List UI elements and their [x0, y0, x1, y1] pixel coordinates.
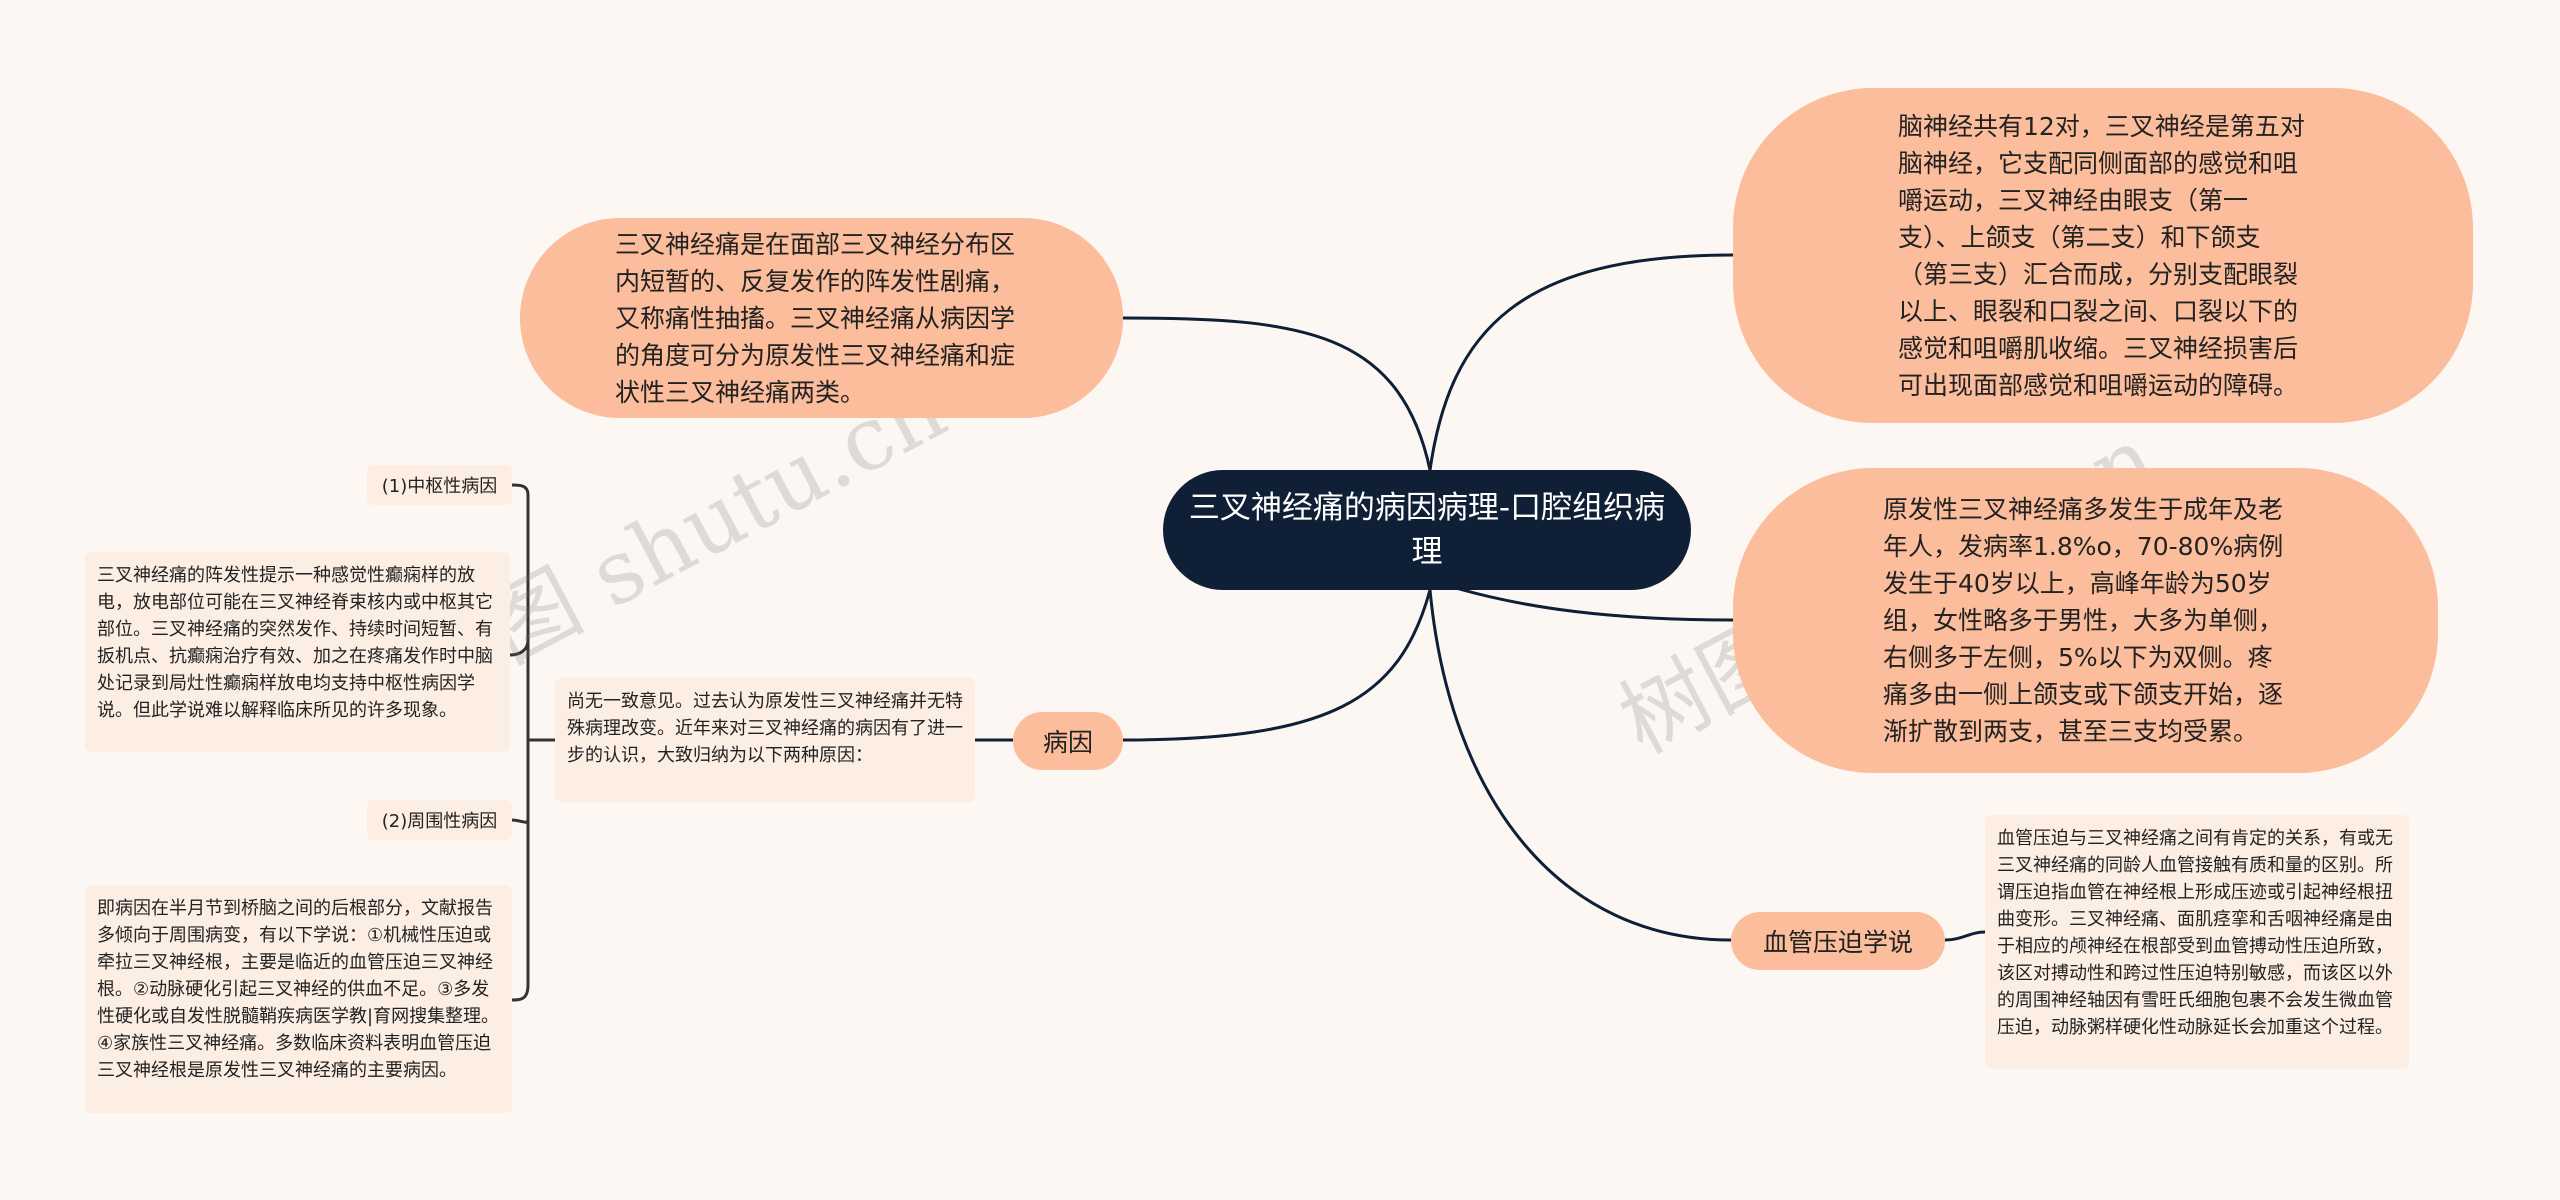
bracket-c-text	[509, 639, 530, 657]
topic-etiology-label: 病因	[1042, 728, 1093, 757]
peripheral-cause-label-text: (2)周围性病因	[381, 811, 498, 832]
vascular-compression-note[interactable]: 血管压迫与三叉神经痛之间有肯定的关系，有或无三叉神经痛的同龄人血管接触有质和量的…	[1985, 815, 2409, 1069]
central-cause-note[interactable]: 三叉神经痛的阵发性提示一种感觉性癫痫样的放电，放电部位可能在三叉神经脊束核内或中…	[85, 552, 510, 752]
bracket-c-label	[511, 483, 530, 496]
topic-primary-epidemiology[interactable]: 原发性三叉神经痛多发生于成年及老年人，发病率1.8%o，70-80%病例发生于4…	[1733, 468, 2438, 773]
peripheral-cause-note-text: 即病因在半月节到桥脑之间的后根部分，文献报告多倾向于周围病变，有以下学说：①机械…	[97, 898, 500, 1081]
topic-vascular-compression-label: 血管压迫学说	[1762, 928, 1913, 957]
central-cause-label[interactable]: (1)中枢性病因	[367, 465, 512, 505]
link-vascular-note	[1944, 930, 1986, 942]
central-topic-label: 三叉神经痛的病因病理-口腔组织病理	[1188, 490, 1666, 570]
vascular-compression-note-text: 血管压迫与三叉神经痛之间有肯定的关系，有或无三叉神经痛的同龄人血管接触有质和量的…	[1997, 828, 2393, 1038]
etiology-intro-note[interactable]: 尚无一致意见。过去认为原发性三叉神经痛并无特殊病理改变。近年来对三叉神经痛的病因…	[555, 678, 975, 802]
topic-definition[interactable]: 三叉神经痛是在面部三叉神经分布区内短暂的、反复发作的阵发性剧痛，又称痛性抽搐。三…	[520, 218, 1123, 418]
etiology-intro-text: 尚无一致意见。过去认为原发性三叉神经痛并无特殊病理改变。近年来对三叉神经痛的病因…	[567, 691, 963, 766]
link-left-top	[1122, 316, 1432, 471]
topic-vascular-compression[interactable]: 血管压迫学说	[1731, 912, 1945, 970]
peripheral-cause-label[interactable]: (2)周围性病因	[367, 800, 512, 840]
topic-definition-text: 三叉神经痛是在面部三叉神经分布区内短暂的、反复发作的阵发性剧痛，又称痛性抽搐。三…	[615, 229, 1016, 407]
central-topic[interactable]: 三叉神经痛的病因病理-口腔组织病理	[1163, 470, 1691, 590]
central-cause-label-text: (1)中枢性病因	[381, 476, 498, 497]
topic-primary-epidemiology-text: 原发性三叉神经痛多发生于成年及老年人，发病率1.8%o，70-80%病例发生于4…	[1883, 495, 2284, 746]
topic-etiology[interactable]: 病因	[1013, 712, 1123, 770]
topic-cranial-nerves[interactable]: 脑神经共有12对，三叉神经是第五对脑神经，它支配同侧面部的感觉和咀嚼运动，三叉神…	[1733, 88, 2473, 423]
peripheral-cause-note[interactable]: 即病因在半月节到桥脑之间的后根部分，文献报告多倾向于周围病变，有以下学说：①机械…	[85, 885, 512, 1113]
topic-cranial-nerves-text: 脑神经共有12对，三叉神经是第五对脑神经，它支配同侧面部的感觉和咀嚼运动，三叉神…	[1898, 111, 2305, 400]
link-right-mid	[1429, 578, 1734, 622]
link-right-top	[1428, 253, 1734, 471]
bracket-p-label	[511, 818, 530, 824]
bracket-p-text	[511, 984, 530, 1002]
link-etiology	[1122, 589, 1432, 742]
central-cause-note-text: 三叉神经痛的阵发性提示一种感觉性癫痫样的放电，放电部位可能在三叉神经脊束核内或中…	[97, 565, 493, 721]
link-vascular	[1428, 589, 1732, 942]
